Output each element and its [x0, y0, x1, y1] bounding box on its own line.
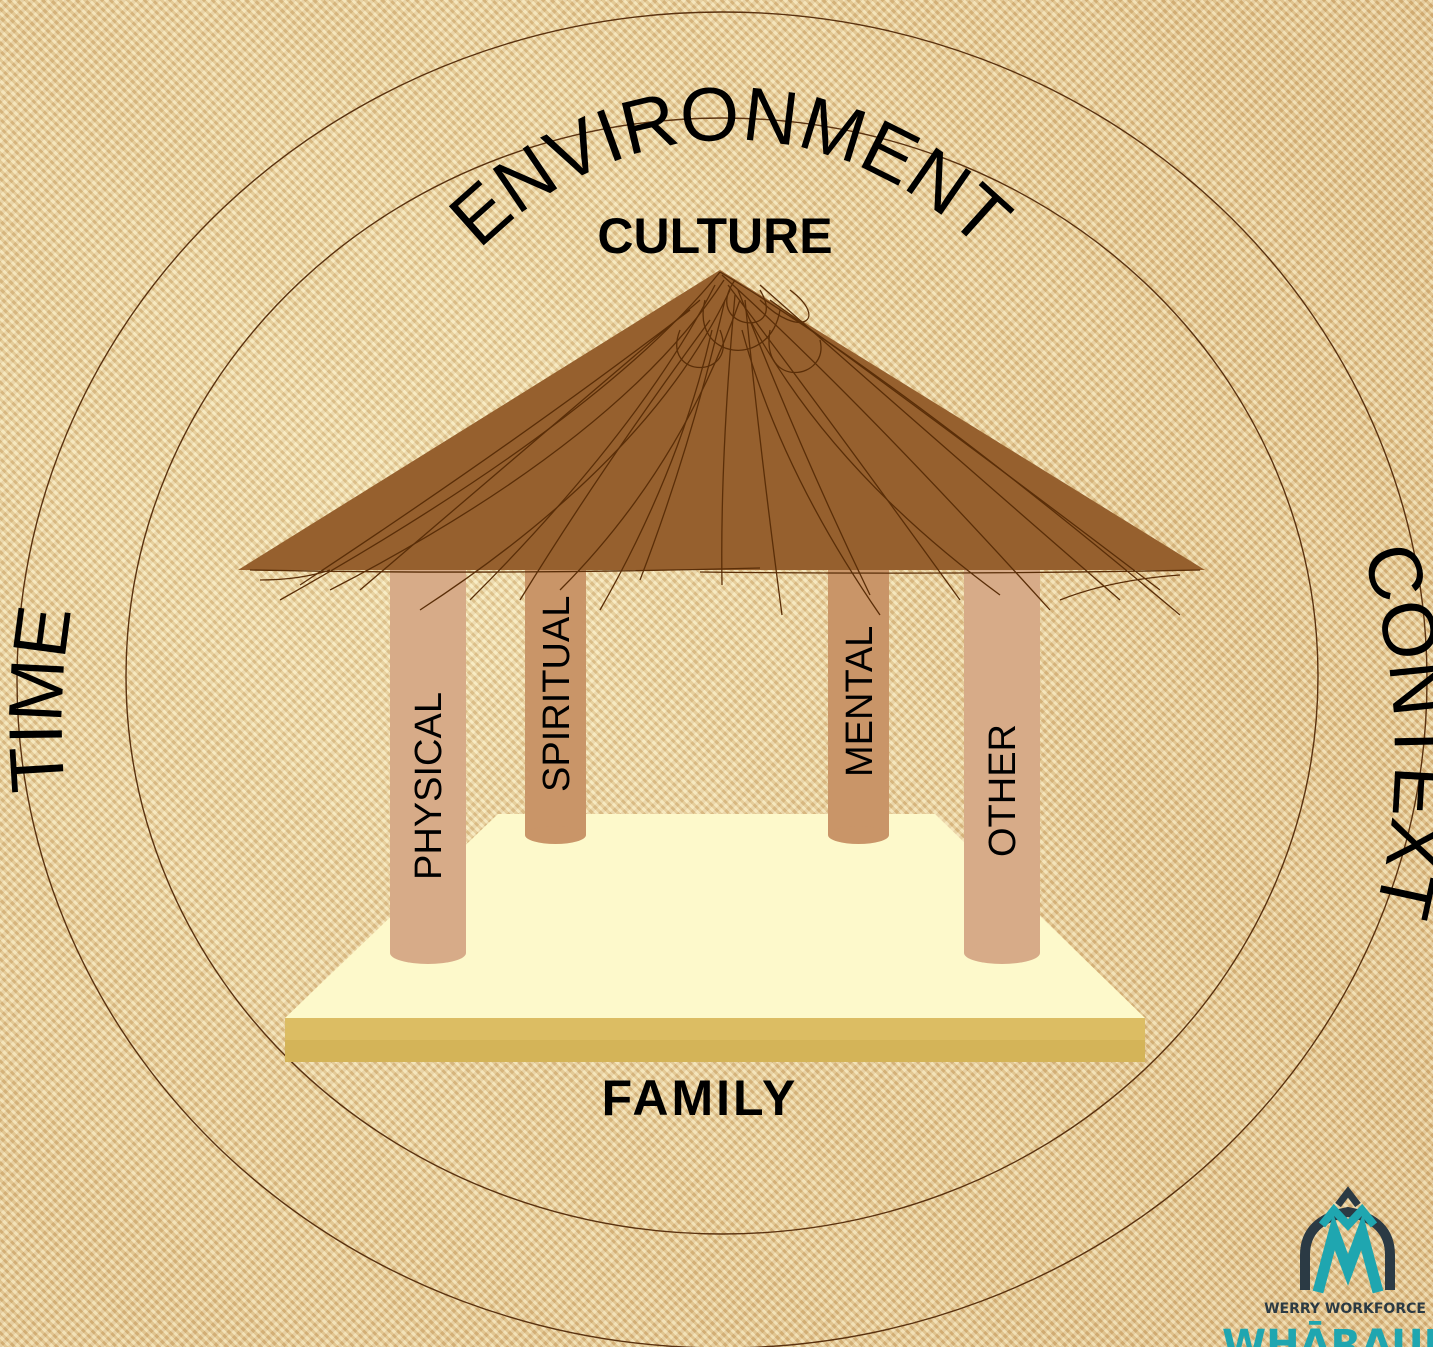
inner-ring — [125, 117, 1319, 1235]
platform — [285, 814, 1145, 1062]
logo-text-werry: WERRY WORKFORCE — [1264, 1301, 1426, 1317]
platform-side-shade — [285, 1040, 1145, 1062]
pillar-label-mental: MENTAL — [839, 626, 881, 777]
time-text: TIME — [0, 601, 88, 795]
logo-text-whararau: WHĀRAURAU — [1222, 1320, 1433, 1347]
ring-label-context: CONTEXT — [1346, 534, 1433, 926]
pillar-mental: MENTAL — [828, 560, 889, 844]
logo-emblem-icon — [1300, 1186, 1395, 1294]
thatched-roof — [238, 270, 1205, 616]
platform-side — [285, 1018, 1145, 1062]
pillar-physical: PHYSICAL — [390, 560, 466, 964]
culture-label: CULTURE — [597, 208, 832, 264]
roof-thatch-strands — [249, 271, 1201, 616]
family-label: FAMILY — [602, 1070, 799, 1126]
werry-whararau-logo: WERRY WORKFORCE WHĀRAURAU — [1222, 1186, 1433, 1347]
pillar-spiritual: SPIRITUAL — [525, 560, 586, 844]
ring-label-time: TIME — [0, 601, 88, 795]
platform-top — [285, 814, 1145, 1018]
context-text: CONTEXT — [1346, 534, 1433, 926]
roof-body — [238, 270, 1205, 570]
outer-ring — [16, 11, 1428, 1347]
pillar-other: OTHER — [964, 560, 1040, 964]
pillar-label-spiritual: SPIRITUAL — [536, 596, 578, 792]
pillar-label-physical: PHYSICAL — [408, 692, 450, 880]
pillar-label-other: OTHER — [982, 724, 1024, 857]
